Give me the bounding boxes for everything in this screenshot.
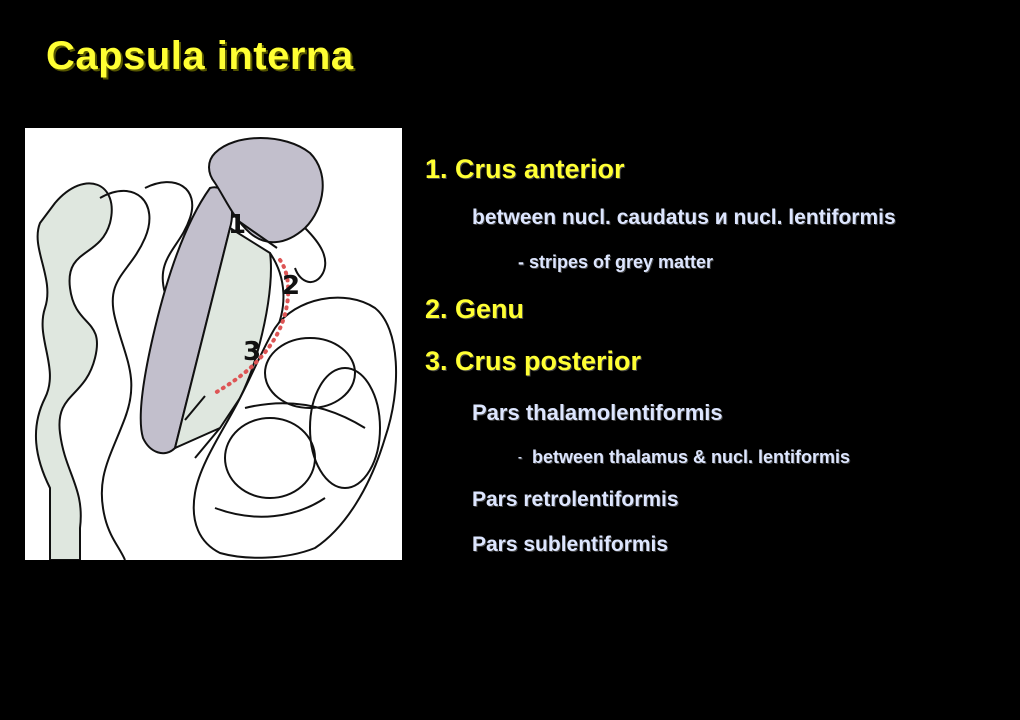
capsule-anterior-limb	[236, 219, 278, 249]
thalamic-lamina-2	[214, 497, 326, 518]
item-grey-stripes: - stripes of grey matter	[518, 252, 714, 272]
capsule-posterior-edge-2	[184, 395, 206, 421]
slide-title: Capsula interna	[46, 34, 354, 78]
label-1: 1	[228, 210, 246, 240]
item-genu: 2. Genu	[425, 294, 525, 324]
thalamus	[192, 296, 398, 559]
outer-fold-line-2	[144, 181, 194, 294]
item-crus-posterior: 3. Crus posterior	[425, 346, 642, 376]
diagram-svg: 1 2 3	[34, 137, 398, 560]
label-2: 2	[282, 271, 300, 301]
outer-fold-line	[99, 189, 151, 560]
item-thalamolentiformis-text: between thalamus & nucl. lentiformis	[532, 447, 851, 467]
ventricle-outline	[294, 227, 327, 283]
caudate-nucleus	[208, 137, 324, 244]
capsule-posterior-edge	[194, 427, 221, 459]
thalamic-nucleus-3	[224, 417, 316, 499]
thalamic-nucleus-1	[264, 337, 356, 409]
putamen-grey-band	[139, 186, 234, 455]
item-thalamolentiformis-location: -between thalamus & nucl. lentiformis	[518, 447, 850, 468]
bullet-dash: -	[518, 450, 522, 464]
item-crus-anterior-location: between nucl. caudatus и nucl. lentiform…	[472, 206, 896, 229]
genu-dotted-line	[213, 258, 291, 395]
internal-capsule-diagram: 1 2 3	[25, 128, 402, 560]
insular-cortex-outline	[34, 182, 113, 560]
label-3: 3	[243, 337, 261, 367]
thalamic-lamina	[244, 402, 366, 429]
item-pars-sublentiformis: Pars sublentiformis	[472, 533, 669, 556]
item-pars-thalamolentiformis: Pars thalamolentiformis	[472, 400, 723, 425]
item-pars-retrolentiformis: Pars retrolentiformis	[472, 488, 679, 511]
item-crus-anterior: 1. Crus anterior	[425, 154, 625, 184]
thalamic-nucleus-2	[309, 367, 381, 489]
